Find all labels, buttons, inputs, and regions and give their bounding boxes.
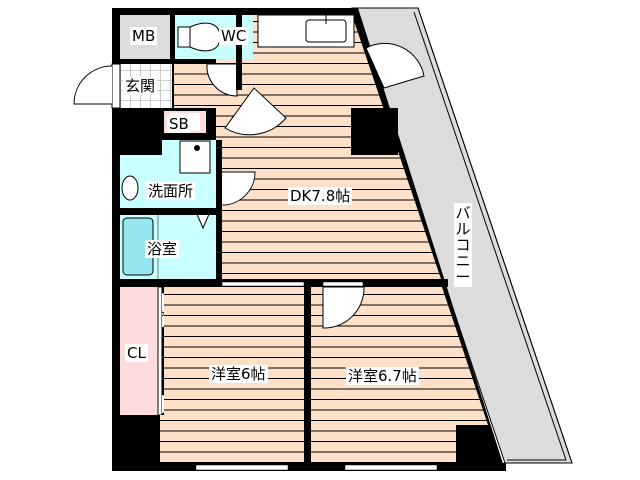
closet-label: CL (125, 344, 148, 362)
wc-label: WC (219, 27, 249, 45)
dk-label: DK7.8帖 (288, 187, 353, 205)
entrance-label: 玄関 (123, 77, 158, 95)
western-room-2-label: 洋室6.7帖 (346, 367, 419, 385)
western-room-1-label: 洋室6帖 (209, 365, 268, 383)
mb-label: MB (130, 27, 158, 45)
balcony-label: バルコニー (454, 203, 472, 287)
dk-floor (216, 15, 442, 282)
washroom-label: 洗面所 (146, 182, 196, 200)
bath-label: 浴室 (145, 240, 180, 258)
sb-label: SB (167, 115, 191, 133)
